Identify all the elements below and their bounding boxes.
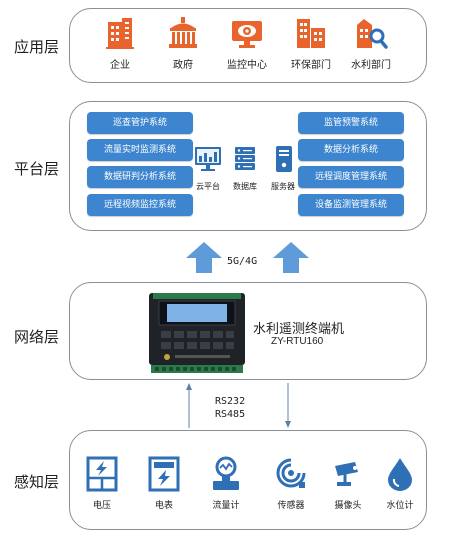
sensor-item-label: 摄像头	[334, 501, 362, 511]
uplink-arrow-left	[186, 242, 222, 273]
application-layer-label: 应用层	[14, 38, 60, 56]
sensor-item-label: 水位计	[386, 501, 414, 511]
platform-layer-label: 平台层	[14, 160, 60, 178]
system-button-data-analysis[interactable]: 数据研判分析系统	[87, 166, 193, 188]
rtu-device-image	[149, 293, 245, 373]
app-item-label: 企业	[110, 60, 130, 71]
electric-meter-icon	[148, 456, 180, 492]
app-item-label: 政府	[173, 60, 193, 71]
network-layer-panel	[69, 282, 427, 380]
sensor-item-camera[interactable]: 摄像头	[320, 456, 376, 511]
server-tower-icon	[276, 146, 292, 172]
platform-cloud-label: 云平台	[196, 182, 220, 191]
building-icon	[106, 18, 134, 49]
system-button-device-monitoring[interactable]: 设备监测管理系统	[298, 194, 404, 216]
app-item-enterprise[interactable]: 企业	[89, 16, 151, 71]
network-layer-label: 网络层	[14, 328, 60, 346]
system-button-warning[interactable]: 监管预警系统	[298, 112, 404, 134]
system-button-patrol[interactable]: 巡查管护系统	[87, 112, 193, 134]
app-item-government[interactable]: 政府	[152, 16, 214, 71]
app-item-environmental-dept[interactable]: 环保部门	[280, 16, 342, 71]
sensor-item-water-level[interactable]: 水位计	[372, 456, 428, 511]
sensing-layer-panel	[69, 430, 427, 530]
sensor-item-voltage[interactable]: 电压	[74, 456, 130, 511]
platform-database-label: 数据库	[233, 182, 257, 191]
interface-rs232: RS232	[215, 396, 246, 407]
system-button-data-analytics[interactable]: 数据分析系统	[298, 139, 404, 161]
sensor-item-meter[interactable]: 电表	[136, 456, 192, 511]
sensor-item-sensor[interactable]: 传感器	[263, 456, 319, 511]
monitor-icon	[195, 147, 221, 171]
sensor-item-label: 电表	[154, 501, 173, 511]
camera-icon	[335, 462, 358, 486]
platform-server-label: 服务器	[271, 182, 295, 191]
sensor-item-label: 流量计	[212, 501, 240, 511]
database-server-icon	[235, 147, 255, 170]
app-item-label: 水利部门	[351, 60, 391, 71]
platform-cloud[interactable]: 云平台	[189, 145, 227, 192]
interface-arrow-down	[285, 383, 291, 428]
flowmeter-icon	[213, 456, 239, 490]
voltage-cabinet-icon	[86, 456, 118, 492]
device-model: ZY-RTU160	[271, 336, 324, 347]
sensor-item-flowmeter[interactable]: 流量计	[198, 456, 254, 511]
uplink-arrow-right	[273, 242, 309, 273]
interface-arrow-up	[186, 383, 192, 428]
water-drop-icon	[388, 458, 412, 491]
system-button-flow-monitoring[interactable]: 流量实时监测系统	[87, 139, 193, 161]
monitor-eye-icon	[232, 21, 262, 48]
building-search-icon	[357, 19, 388, 49]
app-item-label: 监控中心	[227, 60, 267, 71]
platform-database[interactable]: 数据库	[226, 145, 264, 192]
government-building-icon	[169, 17, 197, 48]
uplink-label: 5G/4G	[227, 256, 258, 267]
app-item-monitoring-center[interactable]: 监控中心	[216, 16, 278, 71]
app-item-label: 环保部门	[291, 60, 331, 71]
device-name: 水利遥测终端机	[253, 322, 345, 337]
system-button-video-monitoring[interactable]: 远程视频监控系统	[87, 194, 193, 216]
sensing-layer-label: 感知层	[14, 473, 60, 491]
sensor-item-label: 传感器	[277, 501, 305, 511]
app-item-water-dept[interactable]: 水利部门	[340, 16, 402, 71]
platform-server[interactable]: 服务器	[264, 145, 302, 192]
office-buildings-icon	[297, 19, 325, 48]
interface-rs485: RS485	[215, 409, 246, 420]
sensor-signal-icon	[276, 458, 306, 488]
system-button-remote-dispatch[interactable]: 远程调度管理系统	[298, 166, 404, 188]
sensor-item-label: 电压	[92, 501, 111, 511]
